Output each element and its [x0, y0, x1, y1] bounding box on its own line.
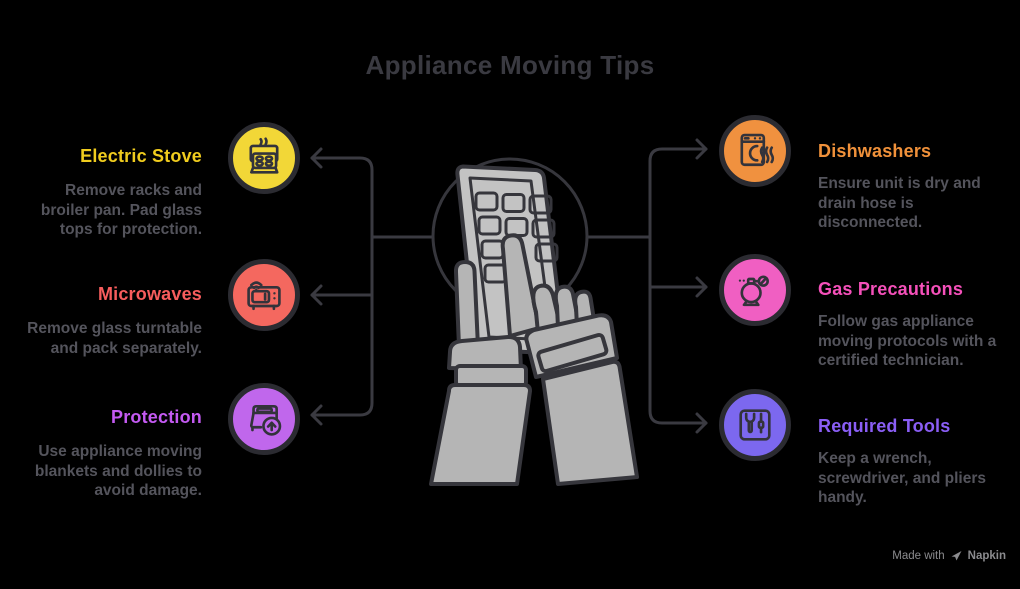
napkin-logo-icon [951, 551, 962, 561]
arrow-left-bottom-icon [310, 404, 323, 426]
left-palm [447, 334, 523, 372]
item-description: Remove racks and broiler pan. Pad glass … [40, 182, 202, 238]
required-tools-circle [719, 389, 791, 461]
item-description: Keep a wrench, screwdriver, and pliers h… [818, 450, 987, 506]
item-description: Follow gas appliance moving protocols wi… [818, 313, 997, 369]
item-description: Ensure unit is dry and drain hose is dis… [818, 175, 981, 231]
appliance-dolly-icon [249, 405, 282, 436]
gas-precautions-circle [719, 254, 791, 326]
item-dishwashers: Dishwashers Ensure unit is dry and drain… [818, 140, 986, 233]
footer-credit: Made with Napkin [892, 549, 1006, 562]
dishwashers-circle [719, 115, 791, 187]
arrow-right-top-icon [695, 138, 708, 160]
middle-finger [531, 283, 562, 335]
item-protection: Protection Use appliance moving blankets… [30, 406, 202, 501]
arrow-left-middle-icon [310, 284, 323, 306]
microwaves-circle [228, 259, 300, 331]
protection-circle [228, 383, 300, 455]
item-heading: Protection [110, 407, 202, 427]
made-with-label: Made with [892, 549, 945, 562]
left-sleeve [429, 383, 532, 486]
ring-finger [553, 284, 580, 330]
gas-tank-icon [738, 275, 769, 307]
wrench-screwdriver-icon [739, 409, 771, 441]
item-microwaves: Microwaves Remove glass turntable and pa… [27, 283, 202, 358]
arrow-left-top-icon [310, 147, 323, 169]
item-gas-precautions: Gas Precautions Follow gas appliance mov… [818, 278, 1014, 371]
index-finger [500, 233, 541, 338]
dishwasher-icon [740, 133, 775, 167]
phone-keypad [474, 191, 559, 284]
item-description: Remove glass turntable and pack separate… [27, 320, 202, 357]
right-cuff [536, 332, 609, 374]
item-heading: Electric Stove [80, 146, 202, 166]
page-title: Appliance Moving Tips [365, 50, 655, 80]
item-heading: Dishwashers [818, 141, 932, 161]
item-required-tools: Required Tools Keep a wrench, screwdrive… [818, 415, 1010, 508]
hands-holding-phone-illustration [429, 157, 639, 486]
microwave-icon [247, 281, 281, 311]
item-heading: Required Tools [818, 416, 951, 436]
item-electric-stove: Electric Stove Remove racks and broiler … [34, 145, 202, 240]
electric-stove-circle [228, 122, 300, 194]
right-sleeve [541, 359, 639, 486]
arrow-right-bottom-icon [695, 412, 708, 434]
connector-lines [310, 138, 708, 434]
item-heading: Gas Precautions [818, 279, 964, 299]
item-heading: Microwaves [97, 284, 202, 304]
brand-label: Napkin [967, 549, 1006, 562]
electric-stove-icon [249, 137, 279, 174]
arrow-right-middle-icon [695, 276, 708, 298]
item-description: Use appliance moving blankets and dollie… [34, 443, 202, 499]
left-thumb [453, 260, 480, 349]
